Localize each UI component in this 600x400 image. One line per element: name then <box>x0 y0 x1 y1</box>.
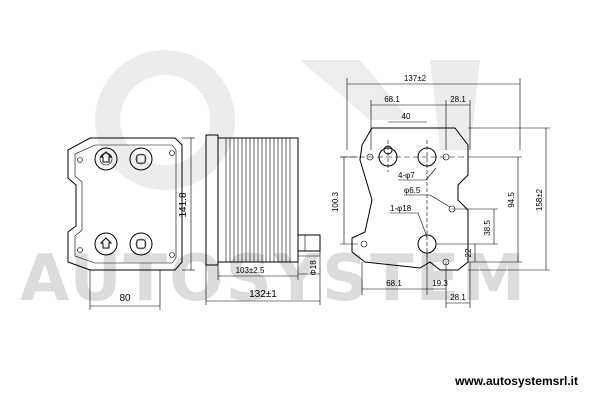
h38-label: 38.5 <box>483 220 492 236</box>
website-link[interactable]: www.autosystemsrl.it <box>455 374 578 388</box>
front-height-label: 141.8 <box>178 192 189 217</box>
small-hole-label: φ6.5 <box>404 186 421 195</box>
cooler-fins <box>225 138 291 262</box>
bolt-spacing-label: 40 <box>402 112 411 121</box>
bottom-left-dim-label: 68.1 <box>386 279 402 288</box>
right-height-label: 94.5 <box>507 192 516 208</box>
bottom-mid-dim-label: 19.3 <box>432 279 448 288</box>
watermark-text: AUTOSYSTEM <box>20 242 527 316</box>
pipe-diameter-label: Φ18 <box>309 260 318 276</box>
top-right-dim-label: 28.1 <box>450 95 466 104</box>
h22-label: 22 <box>464 248 473 257</box>
holes-note-label: 4-φ7 <box>398 171 415 180</box>
side-inner-length-label: 103±2.5 <box>236 266 265 275</box>
side-total-length-label: 132±1 <box>249 289 277 300</box>
front-view: 141.8 80 <box>67 137 195 310</box>
side-view: 103±2.5 Φ18 132±1 <box>205 134 321 305</box>
watermark-emblem <box>95 50 480 190</box>
flange-view: 137±2 68.1 28.1 40 4-φ7 φ6.5 1-φ18 100.3… <box>331 74 550 308</box>
overall-height-label: 158±2 <box>535 188 544 211</box>
port-note-label: 1-φ18 <box>390 204 412 213</box>
top-left-dim-label: 68.1 <box>384 95 400 104</box>
left-height-label: 100.3 <box>331 191 340 212</box>
overall-width-label: 137±2 <box>404 74 427 83</box>
bottom-right-dim-label: 28.1 <box>450 293 466 302</box>
front-width-label: 80 <box>119 293 131 304</box>
